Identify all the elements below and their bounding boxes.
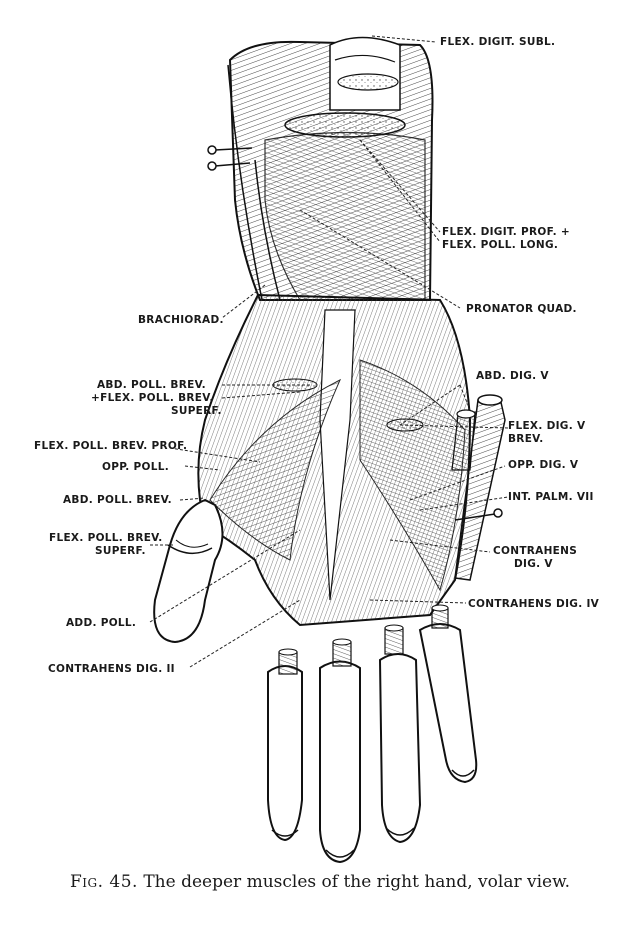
label-abd-dig-v: ABD. DIG. V (476, 370, 549, 382)
label-flex-poll-long: FLEX. POLL. LONG. (442, 239, 559, 251)
label-flex-digit-subl: FLEX. DIGIT. SUBL. (440, 36, 556, 48)
label-contrahens-dig-v-digit: DIG. V (514, 558, 553, 570)
palm (197, 293, 472, 627)
label-opp-dig-v: OPP. DIG. V (508, 459, 579, 471)
fingers (267, 604, 478, 864)
label-abd-poll-brev-2: ABD. POLL. BREV. (63, 494, 172, 506)
label-brachiorad: BRACHIORAD. (138, 314, 224, 326)
forearm (207, 36, 434, 301)
label-int-palm-vii: INT. PALM. VII (508, 491, 594, 503)
label-superf-1: SUPERF. (171, 405, 222, 417)
label-contrahens-dig-v: CONTRAHENS (493, 545, 578, 557)
label-flex-poll-brev-superf-2: FLEX. POLL. BREV. (49, 532, 163, 544)
thumb (153, 498, 224, 644)
label-flex-poll-brev-superf-1: +FLEX. POLL. BREV. (91, 392, 214, 404)
leader-lines (149, 35, 509, 668)
label-flex-digit-prof: FLEX. DIGIT. PROF. + (442, 226, 570, 238)
label-opp-poll: OPP. POLL. (102, 461, 170, 473)
label-pronator-quad: PRONATOR QUAD. (466, 303, 577, 315)
figure-caption-text: The deeper muscles of the right hand, vo… (143, 872, 571, 892)
figure-caption: Fig. 45. The deeper muscles of the right… (0, 872, 640, 892)
label-contrahens-dig-iv: CONTRAHENS DIG. IV (468, 598, 600, 610)
figure-number: Fig. 45. (69, 872, 138, 892)
label-contrahens-dig-ii: CONTRAHENS DIG. II (48, 663, 175, 675)
label-flex-dig-v: FLEX. DIG. V (508, 420, 586, 432)
label-brev: BREV. (508, 433, 544, 445)
label-flex-poll-brev-prof: FLEX. POLL. BREV. PROF. (34, 440, 188, 452)
label-abd-poll-brev-1: ABD. POLL. BREV. (97, 379, 206, 391)
label-add-poll: ADD. POLL. (66, 617, 137, 629)
label-superf-2: SUPERF. (95, 545, 146, 557)
